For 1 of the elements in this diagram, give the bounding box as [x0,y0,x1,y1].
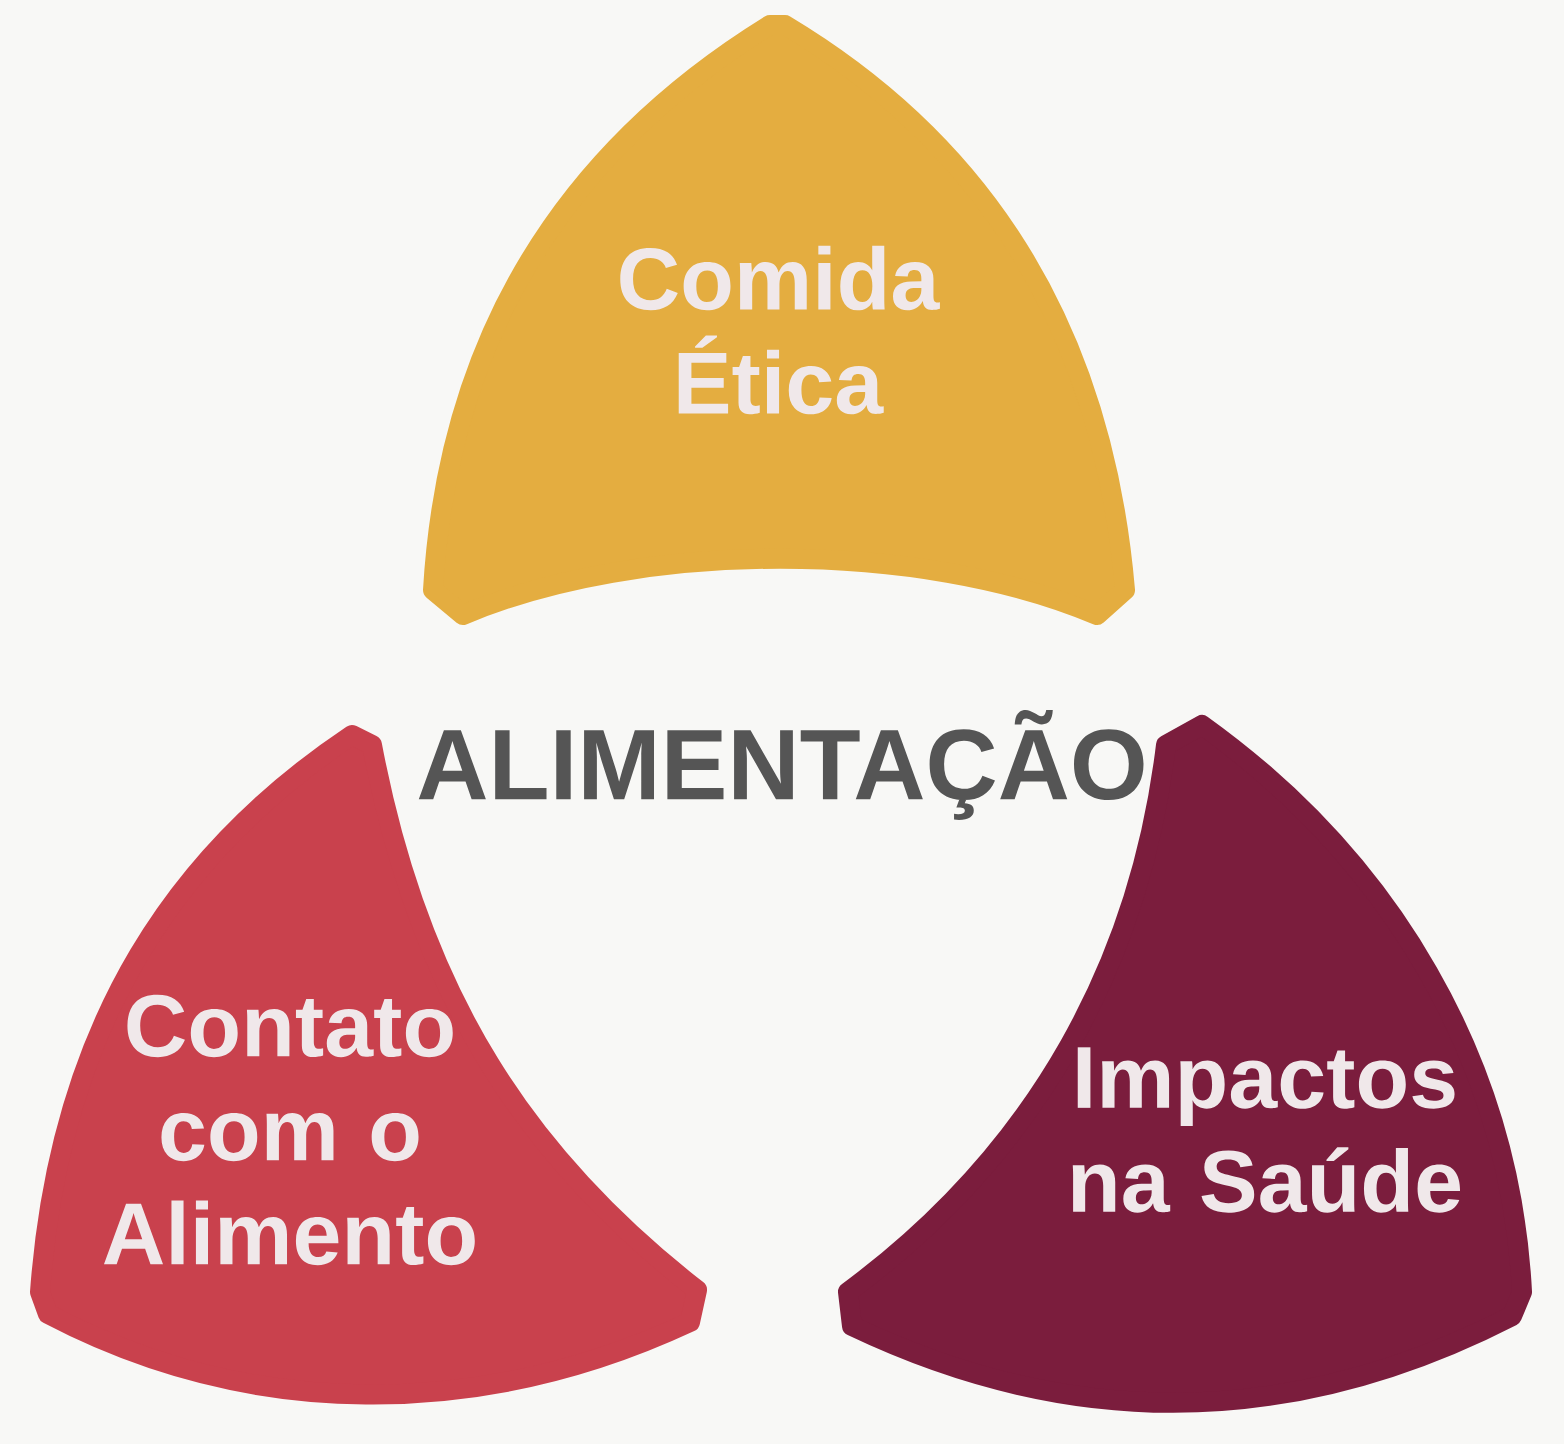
curved-triangle: Comida Ética [423,15,1135,625]
